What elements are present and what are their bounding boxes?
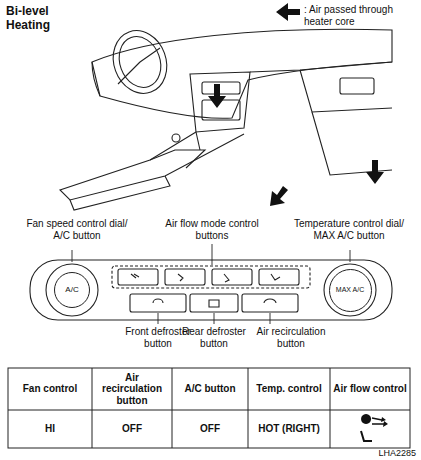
dashboard-sketch [60, 23, 392, 210]
dial-label-group: MAX A/C [336, 286, 364, 294]
figure-code: LHA2285 [330, 448, 416, 458]
table-cell: Fan control [8, 368, 92, 410]
dial-button: MAX A/C [329, 269, 372, 312]
callout-label: Air recirculation button [248, 326, 334, 349]
table-cell: Air flow control [330, 368, 410, 410]
table-cell: A/C button [172, 368, 248, 410]
dial-button: A/C [54, 272, 90, 308]
legend-text: : Air passed through heater core [304, 4, 414, 27]
callout-label: Temperature control dial/ MAX A/C button [282, 218, 416, 241]
leader-lines [72, 244, 350, 324]
callout-label: Rear defroster button [182, 326, 246, 349]
legend-arrow [276, 3, 300, 21]
dial-label: A/C [65, 286, 78, 295]
table-cell: HI [8, 410, 92, 448]
table-cell: Air recirculation button [92, 368, 172, 410]
table-cell: OFF [92, 410, 172, 448]
callout-label: Fan speed control dial/ A/C button [22, 218, 132, 241]
control-panel [30, 260, 392, 320]
air-flow-arrows [208, 3, 384, 206]
dial-label: MAX A/C [336, 286, 364, 294]
dial-label-group: A/C [65, 286, 78, 295]
table-cell: OFF [172, 410, 248, 448]
table-cell: Temp. control [248, 368, 330, 410]
callout-label: Air flow mode control buttons [160, 218, 264, 241]
diagram-title: Bi-level Heating [6, 5, 76, 33]
air-flow-icon [361, 414, 388, 441]
table-grid [8, 368, 410, 448]
table-cell: HOT (RIGHT) [248, 410, 330, 448]
